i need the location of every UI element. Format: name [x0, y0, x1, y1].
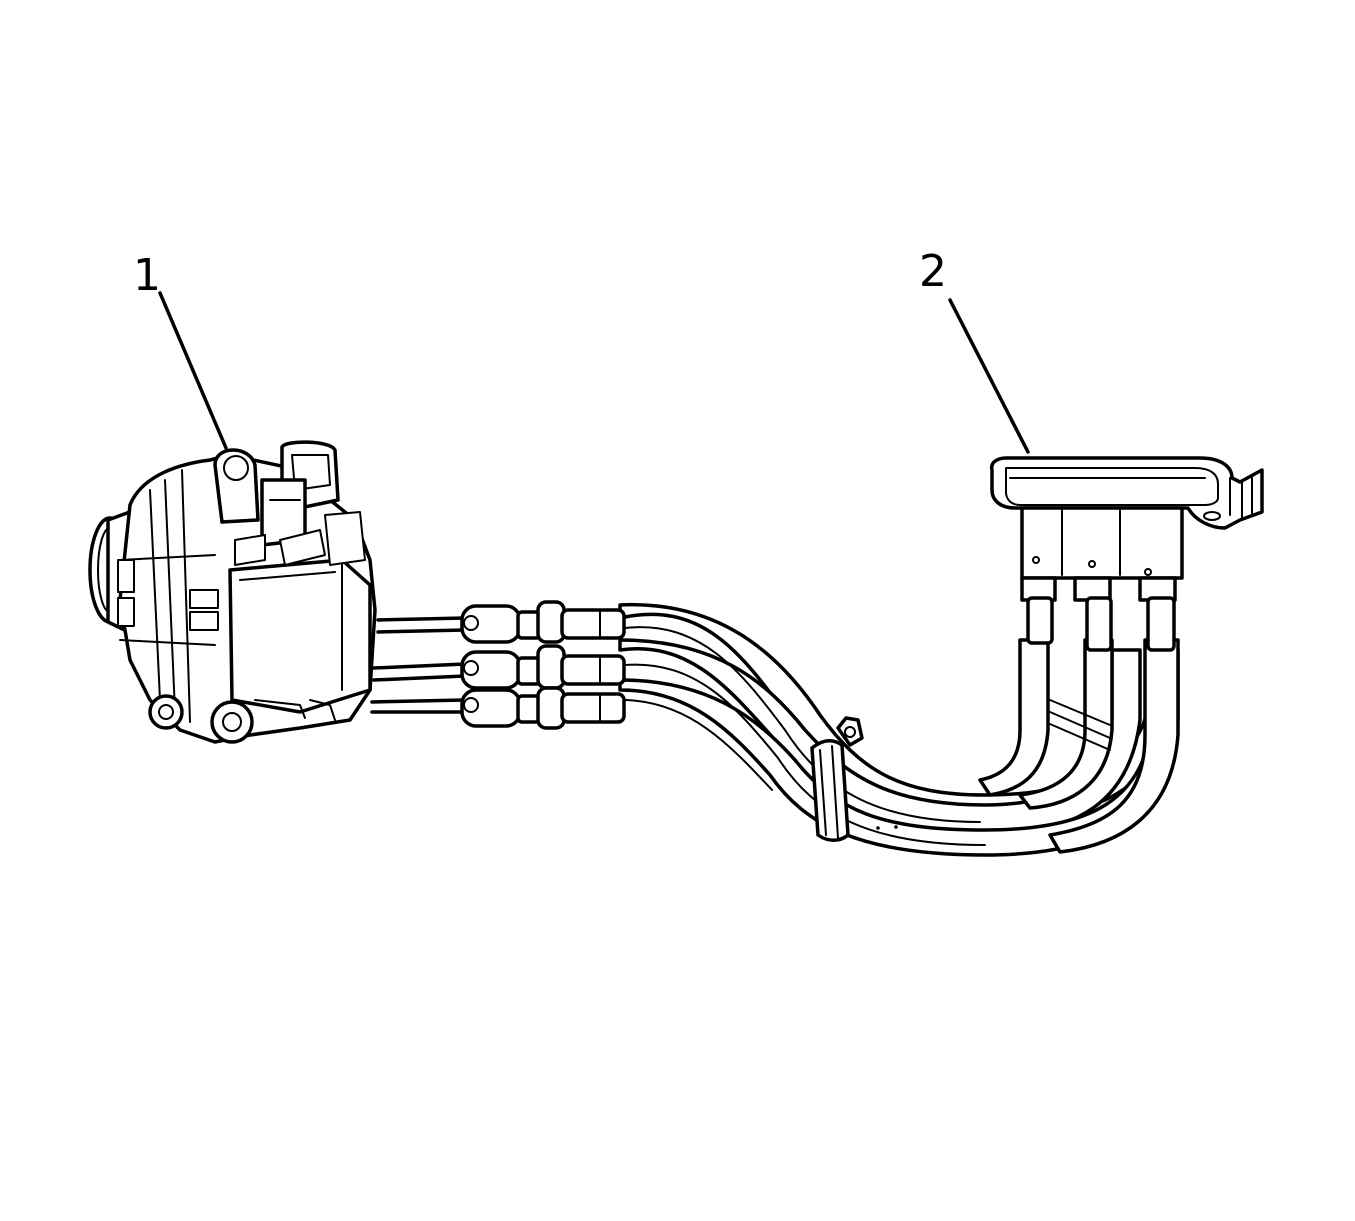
callout-label-2: 2 — [919, 246, 947, 297]
module-connector-left — [1020, 556, 1057, 645]
generator-assembly — [88, 440, 377, 744]
callout-leader-1 — [158, 291, 228, 450]
connector-module-assembly — [989, 456, 1264, 652]
callout-label-1: 1 — [133, 250, 161, 301]
cable-bundle — [618, 603, 1180, 857]
terminal-middle — [460, 644, 626, 690]
terminal-bottom — [460, 686, 626, 730]
module-connector-right — [1138, 568, 1177, 652]
cable-clip — [810, 716, 898, 842]
callout-leader-2 — [948, 298, 1030, 454]
terminal-top — [460, 600, 626, 644]
module-connector-middle — [1073, 560, 1113, 652]
cable-terminals — [370, 600, 626, 730]
